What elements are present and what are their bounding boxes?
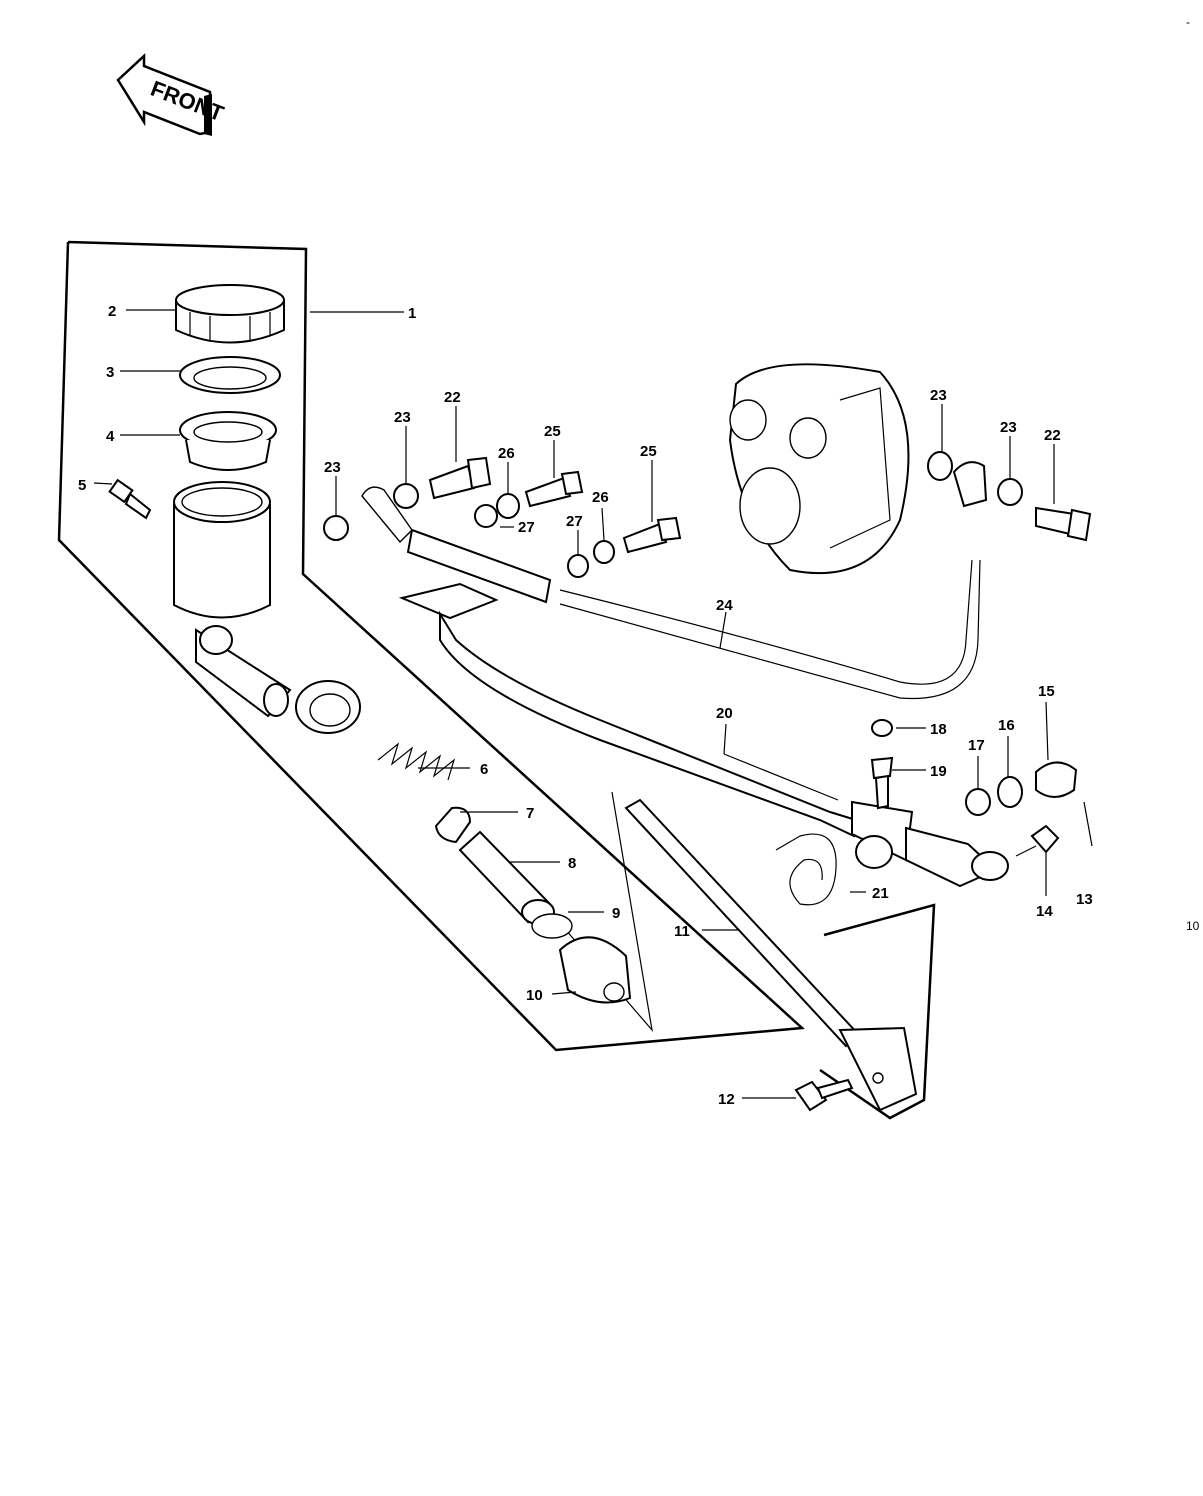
callout-10: 10 [526,987,543,1004]
return-spring [775,833,837,906]
washer-16 [997,776,1023,808]
callout-7: 7 [526,805,534,822]
callout-23-b: 23 [394,409,411,426]
brake-caliper [728,363,910,575]
pivot-bolt-19 [870,756,894,810]
callout-12: 12 [718,1091,735,1108]
spring [377,742,456,781]
washer-17 [965,788,991,816]
callout-6: 6 [480,761,488,778]
piston-cup [434,806,472,844]
master-cylinder-body [173,481,361,734]
reservoir-cap [175,284,285,344]
brake-hose [361,461,988,700]
callout-11: 11 [674,923,690,940]
callout-2: 2 [108,303,116,320]
washers [323,451,1023,578]
callout-26-b: 26 [592,489,609,506]
callout-labels: 2 1 3 4 5 6 7 8 9 10 11 12 13 14 15 16 1… [78,303,1093,1108]
clevis-bolt [794,1078,854,1112]
callout-22-right: 22 [1044,427,1061,444]
callout-20: 20 [716,705,733,722]
callout-27-a: 27 [518,519,535,536]
cotter-pin-13 [1083,801,1093,847]
leader-lines [93,309,1055,1099]
callout-18: 18 [930,721,947,738]
callout-5: 5 [78,477,86,494]
castle-nut-14 [1030,824,1060,854]
pedal-group-outline [819,903,936,1120]
callout-23-d: 23 [1000,419,1017,436]
callout-26-a: 26 [498,445,515,462]
brake-pedal [398,582,1009,888]
callout-15: 15 [1038,683,1055,700]
bolt-25a [524,470,584,508]
callout-13: 13 [1076,891,1093,908]
nut-15 [1035,761,1078,798]
dust-boot [558,936,632,1004]
callout-1: 1 [408,305,416,322]
banjo-bolt-right [1035,506,1092,542]
callout-23-c: 23 [930,387,947,404]
bleed-valve [108,478,152,520]
callout-8: 8 [568,855,576,872]
edge-mark-top-right: - [1186,15,1190,29]
callout-25-b: 25 [640,443,657,460]
diaphragm-plate [179,356,281,394]
callout-16: 16 [998,717,1015,734]
callout-4: 4 [106,428,115,445]
callout-24: 24 [716,597,733,614]
pivot-nut-18 [871,719,893,737]
clevis [838,1026,918,1112]
diaphragm [179,411,277,471]
bolt-25b [622,516,682,554]
callout-14: 14 [1036,903,1053,920]
piston [458,830,555,925]
callout-17: 17 [968,737,985,754]
assembly-boundary [57,240,805,1052]
callout-22-left: 22 [444,389,461,406]
edge-mark-right: 10 [1186,919,1200,933]
callout-27-b: 27 [566,513,583,530]
front-arrow-icon: FRONT [116,53,228,136]
callout-23-a: 23 [324,459,341,476]
callout-19: 19 [930,763,947,780]
callout-25-a: 25 [544,423,561,440]
callout-3: 3 [106,364,114,381]
circlip [531,913,573,939]
banjo-bolt-left [428,456,492,500]
callout-21: 21 [872,885,889,902]
callout-9: 9 [612,905,620,922]
